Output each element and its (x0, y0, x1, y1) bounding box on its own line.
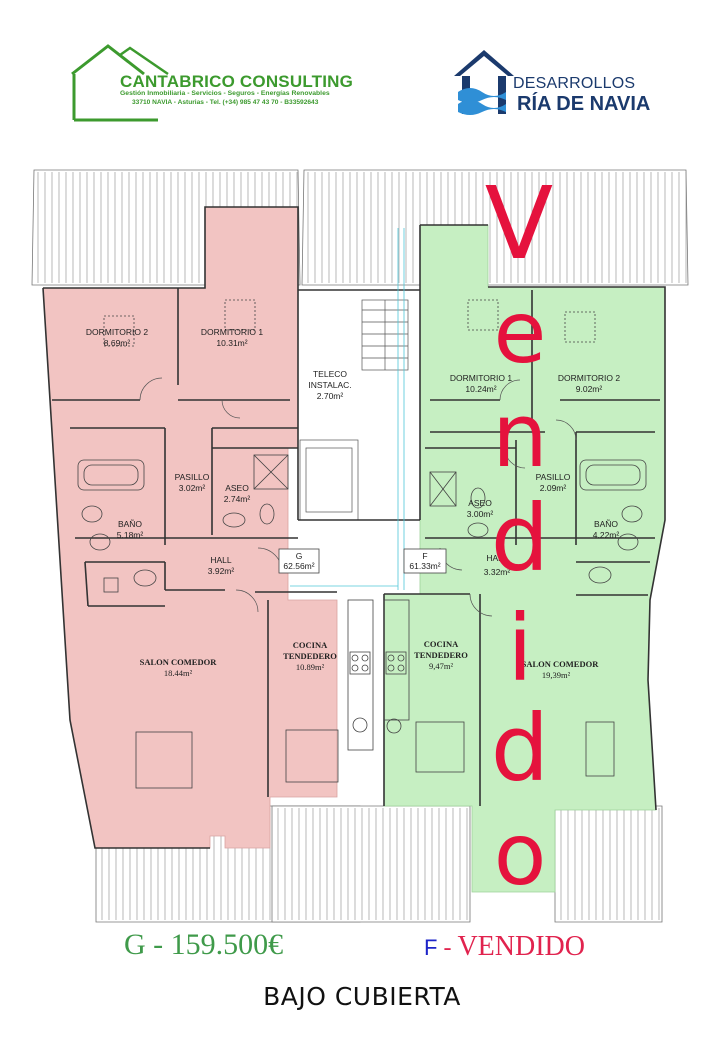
f-cocina-area: 9,47m² (429, 661, 453, 671)
f-aseo-label: ASEO (468, 498, 492, 508)
unit-f-tag (403, 548, 447, 574)
f-salon-label: SALON COMEDOR (522, 659, 600, 669)
g-aseo-area: 2.74m² (224, 494, 251, 504)
floor-title: BAJO CUBIERTA (263, 982, 461, 1011)
house-roof-icon (71, 44, 169, 122)
g-dorm1-area: 10.31m² (216, 338, 247, 348)
roof-band-bottom-right (554, 805, 663, 923)
vendido-letter-4: d (491, 485, 549, 592)
f-bano-label: BAÑO (594, 519, 618, 529)
f-cocina-label: COCINA (424, 639, 459, 649)
g-salon-label: SALON COMEDOR (140, 657, 218, 667)
f-dorm2-label: DORMITORIO 2 (558, 373, 620, 383)
vendido-stamp: V e n d i d o (485, 165, 553, 905)
f-hall-label: HALL (486, 553, 508, 563)
cantabrico-address: 33710 NAVIA - Asturias - Tel. (+34) 985 … (132, 99, 319, 106)
g-cocina-label: COCINA (293, 640, 328, 650)
room-labels: DORMITORIO 2 8.69m² DORMITORIO 1 10.31m²… (86, 327, 620, 680)
unit-g-tag-area: 62.56m² (283, 561, 314, 571)
ria-de-navia-line2: RÍA DE NAVIA (517, 93, 651, 115)
g-dorm1-label: DORMITORIO 1 (201, 327, 263, 337)
unit-f-status: VENDIDO (457, 931, 585, 962)
unit-f-price: F - VENDIDO (424, 930, 585, 963)
unit-f-letter: F (424, 935, 438, 960)
g-pasillo-label: PASILLO (175, 472, 210, 482)
f-pasillo-area: 2.09m² (540, 483, 567, 493)
g-bano-label: BAÑO (118, 519, 142, 529)
g-hall-label: HALL (210, 555, 232, 565)
outer-wall-right (488, 286, 666, 811)
vendido-letter-2: e (494, 283, 547, 383)
cantabrico-logo (58, 38, 363, 128)
vendido-letter-6: d (491, 695, 549, 802)
g-salon-area: 18.44m² (164, 668, 193, 678)
teleco-area: 2.70m² (317, 391, 344, 401)
g-bano-area: 5.18m² (117, 530, 144, 540)
cantabrico-name: CANTABRICO CONSULTING (120, 72, 354, 91)
g-cocina-label-2: TENDEDERO (283, 651, 337, 661)
unit-g-tag-label: G (296, 551, 303, 561)
vendido-letter-5: i (507, 595, 533, 702)
outer-wall-left (43, 206, 299, 520)
unit-g-walls (52, 288, 337, 797)
vendido-letter-3: n (492, 384, 548, 487)
house-wave-icon (454, 50, 514, 115)
ria-de-navia-line1: DESARROLLOS (513, 75, 636, 92)
stair-core (290, 228, 420, 590)
g-dorm2-area: 8.69m² (104, 338, 131, 348)
f-bano-area: 4.22m² (593, 530, 620, 540)
g-aseo-label: ASEO (225, 483, 249, 493)
g-dorm2-label: DORMITORIO 2 (86, 327, 148, 337)
cantabrico-tagline: Gestión Inmobiliaria - Servicios - Segur… (120, 90, 330, 97)
f-dorm1-label: DORMITORIO 1 (450, 373, 512, 383)
fixtures (77, 299, 647, 789)
f-pasillo-label: PASILLO (536, 472, 571, 482)
vendido-letter-1: V (485, 165, 553, 282)
outer-wall-left-lower (42, 287, 210, 849)
unit-f-tag-label: F (422, 551, 427, 561)
teleco-label-2: INSTALAC. (308, 380, 351, 390)
f-aseo-area: 3.00m² (467, 509, 494, 519)
g-cocina-area: 10.89m² (296, 662, 325, 672)
ria-de-navia-logo (440, 30, 688, 135)
vendido-letter-7: o (494, 805, 547, 905)
unit-g-area (42, 206, 338, 849)
f-hall-area: 3.32m² (484, 567, 511, 577)
g-pasillo-area: 3.02m² (179, 483, 206, 493)
f-dorm2-area: 9.02m² (576, 384, 603, 394)
f-salon-area: 19,39m² (542, 670, 571, 680)
g-hall-area: 3.92m² (208, 566, 235, 576)
unit-f-tag-area: 61.33m² (409, 561, 440, 571)
unit-f-dash: - (437, 935, 458, 961)
f-dorm1-area: 10.24m² (465, 384, 496, 394)
unit-g-tag (278, 548, 320, 574)
teleco-label: TELECO (313, 369, 347, 379)
unit-g-price: G - 159.500€ (124, 928, 284, 961)
f-cocina-label-2: TENDEDERO (414, 650, 468, 660)
